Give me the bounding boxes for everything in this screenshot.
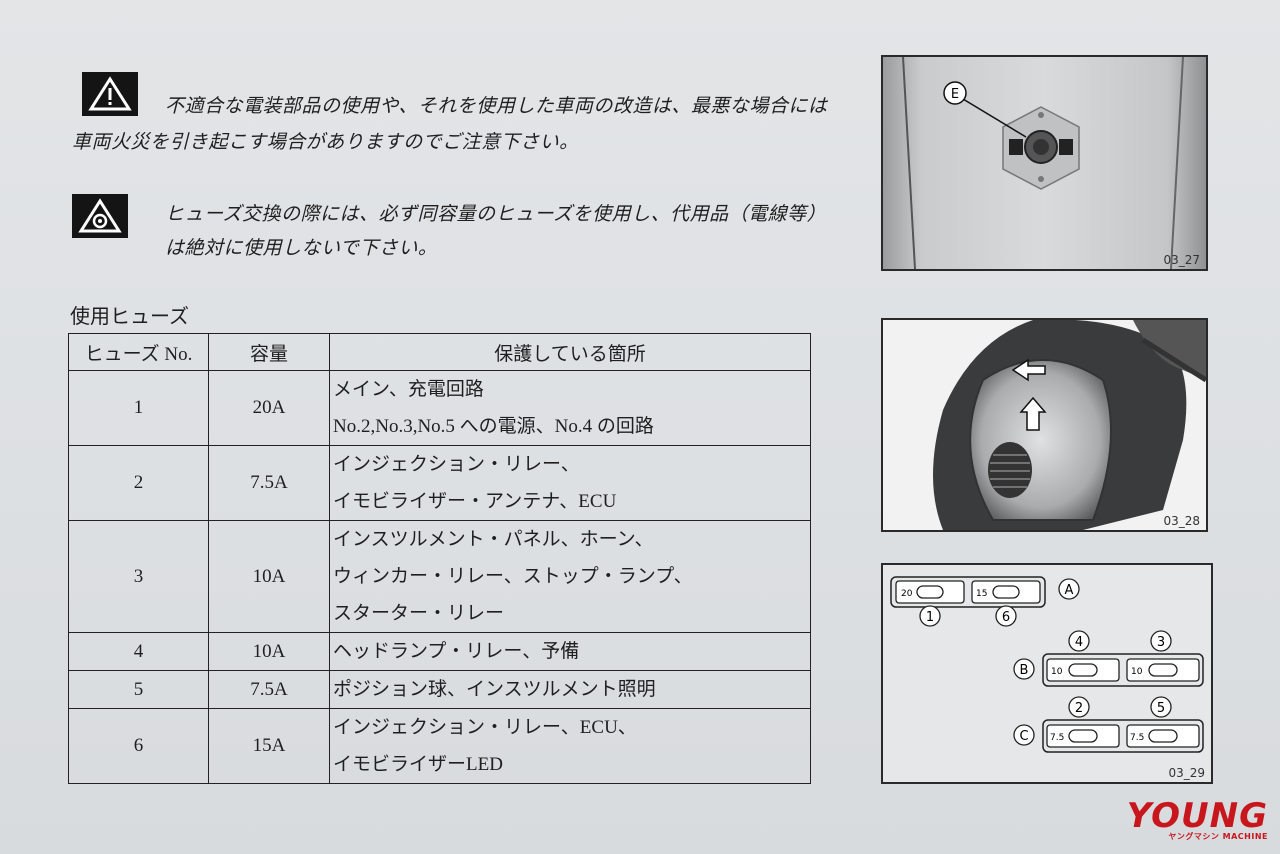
figure-label: 03_28 <box>1163 514 1200 528</box>
fuse-number-1: 1 <box>926 610 934 625</box>
fuse-capacity: 20A <box>208 370 330 446</box>
fuse-number-2: 2 <box>1075 701 1083 716</box>
figure-label: 03_29 <box>1168 766 1205 780</box>
fuse-cover-photo: E <box>883 57 1206 269</box>
logo-main-text: YOUNG <box>1126 796 1268 836</box>
fuse-capacity: 7.5A <box>208 670 330 709</box>
location-line: イモビライザーLED <box>333 754 503 775</box>
fuse-no: 1 <box>68 370 209 446</box>
fuse-capacity: 7.5A <box>208 445 330 521</box>
row-label-a: A <box>1065 583 1074 598</box>
row-label-c: C <box>1019 729 1028 744</box>
figure-fuse-cover-screw: E 03_27 <box>881 55 1208 271</box>
fuse-location: ヘッドランプ・リレー、予備 <box>329 632 811 671</box>
warning-2-line2: は絶対に使用しないで下さい。 <box>165 237 438 259</box>
row-label-b: B <box>1020 663 1029 678</box>
fuse-location: メイン、充電回路 No.2,No.3,No.5 への電源、No.4 の回路 <box>329 370 811 446</box>
fuse-capacity: 15A <box>208 708 330 784</box>
location-line: メイン、充電回路 <box>333 379 484 400</box>
header-capacity: 容量 <box>208 333 330 371</box>
fuse-no: 5 <box>68 670 209 709</box>
young-machine-logo: YOUNG ヤングマシン MACHINE <box>1126 796 1268 842</box>
slide-left-arrow-icon <box>1011 358 1046 382</box>
fuse-number-6: 6 <box>1002 610 1010 625</box>
location-line: ヘッドランプ・リレー、予備 <box>333 641 580 662</box>
table-row: 2 7.5A インジェクション・リレー、 イモビライザー・アンテナ、ECU <box>68 445 811 521</box>
fuse-location: ポジション球、インスツルメント照明 <box>329 670 811 709</box>
fuse-location: インジェクション・リレー、 イモビライザー・アンテナ、ECU <box>329 445 811 521</box>
section-title: 使用ヒューズ <box>70 304 189 328</box>
table-row: 5 7.5A ポジション球、インスツルメント照明 <box>68 670 811 709</box>
table-row: 4 10A ヘッドランプ・リレー、予備 <box>68 632 811 671</box>
fuse-no: 3 <box>68 520 209 633</box>
fuse-no: 4 <box>68 632 209 671</box>
location-line: スターター・リレー <box>333 603 505 624</box>
location-line: インジェクション・リレー、ECU、 <box>333 717 637 738</box>
fuse-location: インスツルメント・パネル、ホーン、 ウィンカー・リレー、ストップ・ランプ、 スタ… <box>329 520 811 633</box>
figure-fuse-box-diagram: 20 15 A 1 6 4 3 10 10 B 2 5 <box>881 563 1213 784</box>
location-line: インジェクション・リレー、 <box>333 454 580 475</box>
fuse-a6-value: 15 <box>976 589 987 599</box>
caution-triangle-icon <box>82 72 138 116</box>
table-header-row: ヒューズ No. 容量 保護している箇所 <box>68 333 811 371</box>
fuse-b3-value: 10 <box>1131 667 1143 677</box>
prohibition-triangle-icon <box>72 194 128 238</box>
fuse-a1-value: 20 <box>901 589 913 599</box>
fuse-number-3: 3 <box>1157 635 1165 650</box>
table-row: 1 20A メイン、充電回路 No.2,No.3,No.5 への電源、No.4 … <box>68 370 811 446</box>
header-fuse-no: ヒューズ No. <box>68 333 209 371</box>
table-row: 3 10A インスツルメント・パネル、ホーン、 ウィンカー・リレー、ストップ・ラ… <box>68 520 811 633</box>
location-line: ウィンカー・リレー、ストップ・ランプ、 <box>333 566 693 587</box>
location-line: No.2,No.3,No.5 への電源、No.4 の回路 <box>333 416 654 437</box>
fuse-no: 2 <box>68 445 209 521</box>
push-up-arrow-icon <box>1019 396 1047 431</box>
figure-label: 03_27 <box>1163 253 1200 267</box>
table-row: 6 15A インジェクション・リレー、ECU、 イモビライザーLED <box>68 708 811 784</box>
location-line: イモビライザー・アンテナ、ECU <box>333 491 617 512</box>
logo-sub-text: ヤングマシン MACHINE <box>1168 832 1268 841</box>
figure-scooter-front-cover: 03_28 <box>881 318 1208 532</box>
fuse-b4-value: 10 <box>1051 667 1063 677</box>
warning-1-line1: 不適合な電装部品の使用や、それを使用した車両の改造は、最悪な場合には <box>165 95 828 117</box>
marker-e: E <box>951 87 959 102</box>
fuse-number-5: 5 <box>1157 701 1165 716</box>
warning-1-line2: 車両火災を引き起こす場合がありますのでご注意下さい。 <box>72 131 579 153</box>
fuse-c5-value: 7.5 <box>1130 733 1144 743</box>
scooter-cover-photo <box>883 320 1206 530</box>
fuse-capacity: 10A <box>208 632 330 671</box>
warning-2-line1: ヒューズ交換の際には、必ず同容量のヒューズを使用し、代用品（電線等） <box>165 203 827 225</box>
location-line: インスツルメント・パネル、ホーン、 <box>333 529 654 550</box>
location-line: ポジション球、インスツルメント照明 <box>333 679 656 700</box>
fuse-location: インジェクション・リレー、ECU、 イモビライザーLED <box>329 708 811 784</box>
fuse-no: 6 <box>68 708 209 784</box>
fuse-capacity: 10A <box>208 520 330 633</box>
header-protected-area: 保護している箇所 <box>329 333 811 371</box>
fuse-number-4: 4 <box>1075 635 1083 650</box>
fuse-c2-value: 7.5 <box>1050 733 1064 743</box>
fuse-table: ヒューズ No. 容量 保護している箇所 1 20A メイン、充電回路 No.2… <box>68 333 811 784</box>
fuse-box-diagram: 20 15 A 1 6 4 3 10 10 B 2 5 <box>890 576 1204 753</box>
